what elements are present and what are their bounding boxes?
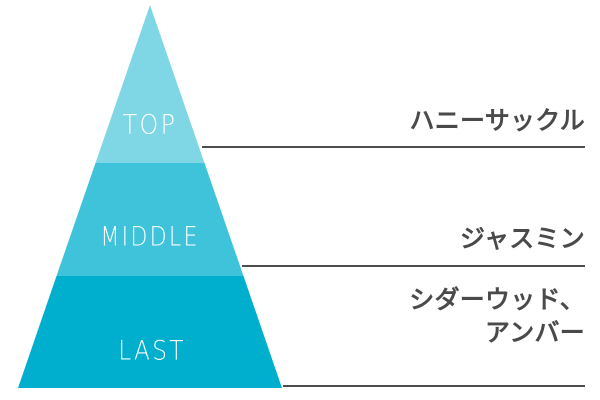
connector-line-top [202,146,585,148]
pyramid-label-middle: MIDDLE [100,221,200,253]
pyramid-graphic [18,5,282,388]
note-middle: ジャスミン [459,224,585,253]
connector-line-middle [242,265,585,267]
connector-line-last [283,385,585,387]
note-last: シダーウッド、 アンバー [409,285,585,347]
pyramid-svg [18,5,282,388]
pyramid-label-top: TOP [122,109,178,141]
pyramid-tier-top [95,5,205,163]
pyramid-tier-middle [56,163,244,276]
note-top: ハニーサックル [409,106,585,135]
pyramid-tier-last [18,276,282,388]
pyramid-label-last: LAST [118,335,186,367]
